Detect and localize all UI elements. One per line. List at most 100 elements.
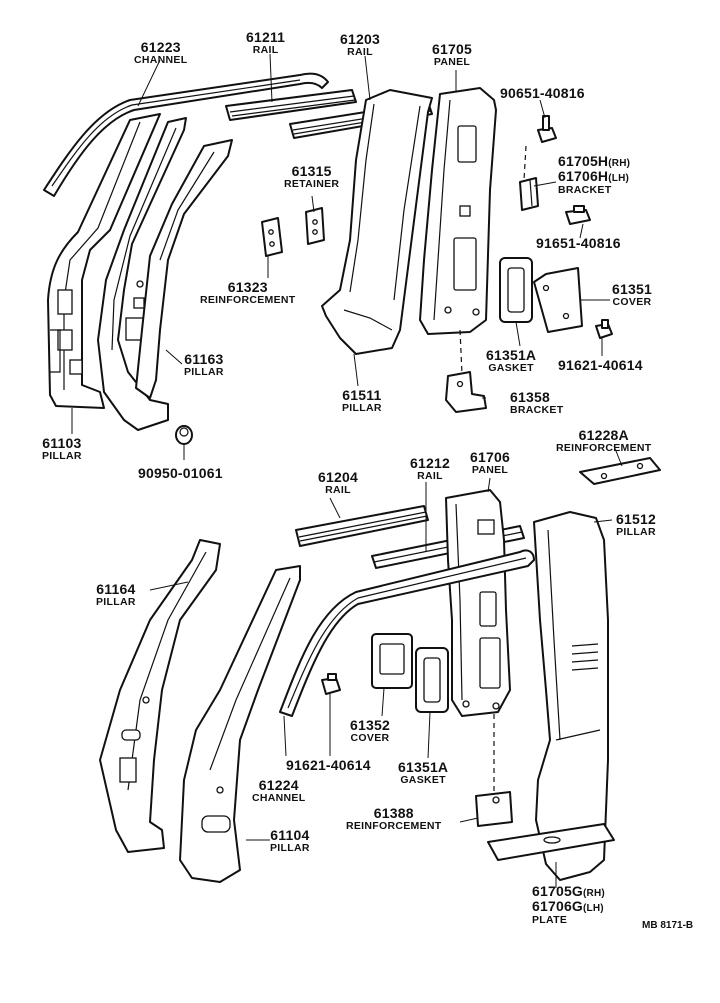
part-90950-grommet [175,425,193,445]
part-name: RAIL [417,470,443,482]
part-number: 91651-40816 [536,235,621,251]
part-number: 61705 [432,41,472,57]
part-number-lh: 61706G(LH) [532,898,604,914]
part-61705H-bracket [519,177,539,211]
diagram-code: MB 8171-B [642,920,694,931]
label-61352: 61352 COVER [350,718,390,744]
label-61228A: 61228A REINFORCEMENT [556,428,651,454]
label-91651-40816: 91651-40816 [536,236,621,250]
part-number: 61212 [410,455,450,471]
label-61351A-top: 61351A GASKET [486,348,536,374]
part-61228A-reinforcement [579,457,661,485]
part-name: REINFORCEMENT [346,820,442,832]
part-61163-pillar [97,117,187,431]
label-61203: 61203 RAIL [340,32,380,58]
part-61706-panel [445,489,511,717]
part-number: 90651-40816 [500,85,585,101]
part-91651-bolt [565,205,591,225]
part-number: 91621-40614 [558,357,643,373]
part-name: BRACKET [558,184,612,196]
part-91621-bolt-bottom [321,673,341,695]
part-61164-pillar [99,539,221,853]
label-61388: 61388 REINFORCEMENT [346,806,441,832]
part-number: 61224 [258,777,299,793]
part-61358-bracket [445,371,487,413]
part-number: 91621-40614 [286,757,371,773]
part-number: 61388 [373,805,414,821]
part-number: 61211 [246,29,286,45]
part-name: GASKET [400,774,446,786]
label-61705: 61705 PANEL [432,42,472,68]
part-61211-rail [225,89,357,121]
label-61224: 61224 CHANNEL [252,778,305,804]
part-61163-inner-strip [135,139,233,399]
part-61315-retainer [305,207,325,245]
part-number: 61351 [612,281,652,297]
part-number: 61203 [340,31,380,47]
part-name: PILLAR [342,402,382,414]
part-number: 90950-01061 [138,465,223,481]
label-61315: 61315 RETAINER [284,164,339,190]
label-61512: 61512 PILLAR [616,512,656,538]
part-90651-bolt [537,115,557,143]
part-number: 61204 [318,469,358,485]
part-61511-pillar [321,89,433,355]
part-61223-channel [43,72,329,197]
label-90651-40816: 90651-40816 [500,86,585,100]
part-61388-reinforcement [475,791,513,827]
label-61706: 61706 PANEL [470,450,510,476]
part-61204-rail [295,505,429,547]
label-91621-40614-bottom: 91621-40614 [286,758,371,772]
label-61103: 61103 PILLAR [42,436,82,462]
part-name: PANEL [433,56,471,68]
part-61104-pillar [179,565,301,883]
part-number: 61223 [140,39,181,55]
part-61224-channel [279,549,535,717]
label-61511: 61511 PILLAR [342,388,382,414]
part-name: REINFORCEMENT [556,442,652,454]
part-61352-cover [371,633,413,689]
part-number: 61352 [350,717,390,733]
part-number-rh: 61705G(RH) [532,883,605,899]
part-61323-reinforcement [261,217,283,257]
leader-lines [71,53,623,888]
part-name: COVER [612,296,652,308]
label-61351A-bottom: 61351A GASKET [398,760,448,786]
part-61351A-gasket-bottom [415,647,449,713]
part-name: CHANNEL [134,54,188,66]
part-61103-pillar [47,113,161,409]
part-number: 61163 [184,351,224,367]
part-number: 61706 [470,449,510,465]
part-number: 61164 [96,581,136,597]
part-name: PANEL [471,464,509,476]
part-number: 61104 [270,827,310,843]
part-name: GASKET [488,362,534,374]
part-name: RAIL [252,44,279,56]
part-name: PILLAR [96,596,136,608]
part-name: RETAINER [284,178,340,190]
part-name: PLATE [532,914,568,926]
part-number-rh: 61705H(RH) [558,153,631,169]
part-number: 61103 [42,435,82,451]
part-name: CHANNEL [252,792,306,804]
part-number: 61511 [342,387,382,403]
label-61164: 61164 PILLAR [96,582,136,608]
part-number: 61351A [486,347,537,363]
part-61512-pillar [533,511,609,881]
part-name: REINFORCEMENT [200,294,296,306]
label-61104: 61104 PILLAR [270,828,310,854]
part-name: RAIL [325,484,351,496]
part-name: PILLAR [42,450,82,462]
part-name: COVER [350,732,390,744]
label-61163: 61163 PILLAR [184,352,224,378]
part-name: BRACKET [510,404,564,416]
part-number: 61512 [616,511,656,527]
label-61212: 61212 RAIL [410,456,450,482]
part-name: PILLAR [184,366,224,378]
part-number: 61323 [227,279,268,295]
label-61223: 61223 CHANNEL [134,40,187,66]
part-61705G-plate [487,823,615,861]
part-name: PILLAR [616,526,656,538]
